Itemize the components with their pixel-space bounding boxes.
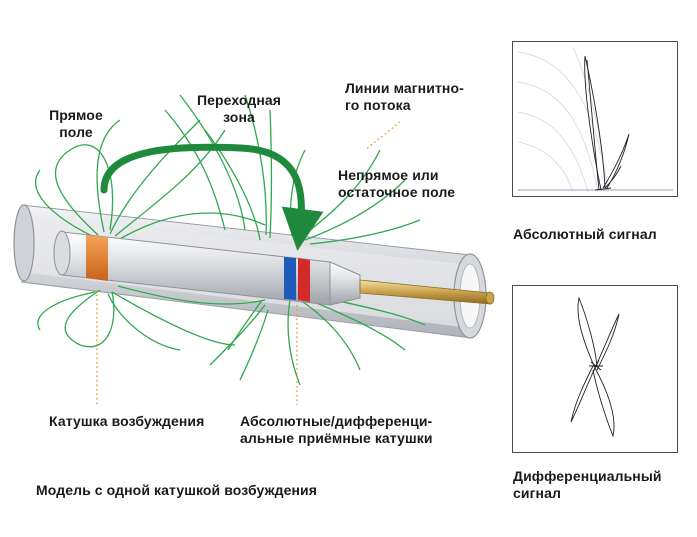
receiver-coils-line-1: Абсолютные/дифференци- [240, 413, 433, 429]
differential-signal-panel [512, 285, 678, 453]
differential-signal-label: Дифференциальный сигнал [513, 468, 693, 502]
absolute-signal-text: Абсолютный сигнал [513, 226, 657, 242]
exciter-coil-text: Катушка возбуждения [49, 413, 205, 429]
absolute-signal-panel [512, 41, 678, 197]
flux-lines-label: Линии магнитно- го потока [345, 80, 495, 114]
differential-signal-plot [570, 296, 620, 438]
differential-signal-line-1: Дифференциальный [513, 468, 662, 484]
flux-lines-line-2: го потока [345, 97, 411, 113]
receiver-coil-blue [284, 257, 296, 300]
indirect-field-label: Непрямое или остаточное поле [338, 167, 498, 201]
indirect-field-line-2: остаточное поле [338, 184, 456, 200]
receiver-coils-line-2: альные приёмные катушки [240, 430, 433, 446]
transition-zone-line-2: зона [223, 109, 255, 125]
absolute-signal-plot [517, 46, 673, 193]
leader-lines [96, 121, 401, 405]
model-caption-text: Модель с одной катушкой возбуждения [36, 482, 317, 498]
flux-lines-line-1: Линии магнитно- [345, 80, 464, 96]
model-caption: Модель с одной катушкой возбуждения [36, 482, 376, 499]
indirect-field-line-1: Непрямое или [338, 167, 439, 183]
receiver-coils-label: Абсолютные/дифференци- альные приёмные к… [240, 413, 480, 447]
transition-zone-label: Переходная зона [188, 92, 290, 126]
probe [53, 230, 495, 306]
field-direction-arrow [100, 143, 324, 251]
direct-field-line-2: поле [59, 124, 93, 140]
receiver-coil-red [298, 258, 310, 302]
differential-signal-line-2: сигнал [513, 485, 561, 501]
transition-zone-line-1: Переходная [196, 92, 282, 108]
direct-field-label: Прямое поле [36, 107, 116, 141]
absolute-signal-label: Абсолютный сигнал [513, 226, 693, 243]
exciter-coil-label: Катушка возбуждения [49, 413, 239, 430]
exciter-coil [86, 235, 108, 281]
direct-field-line-1: Прямое [49, 107, 103, 123]
